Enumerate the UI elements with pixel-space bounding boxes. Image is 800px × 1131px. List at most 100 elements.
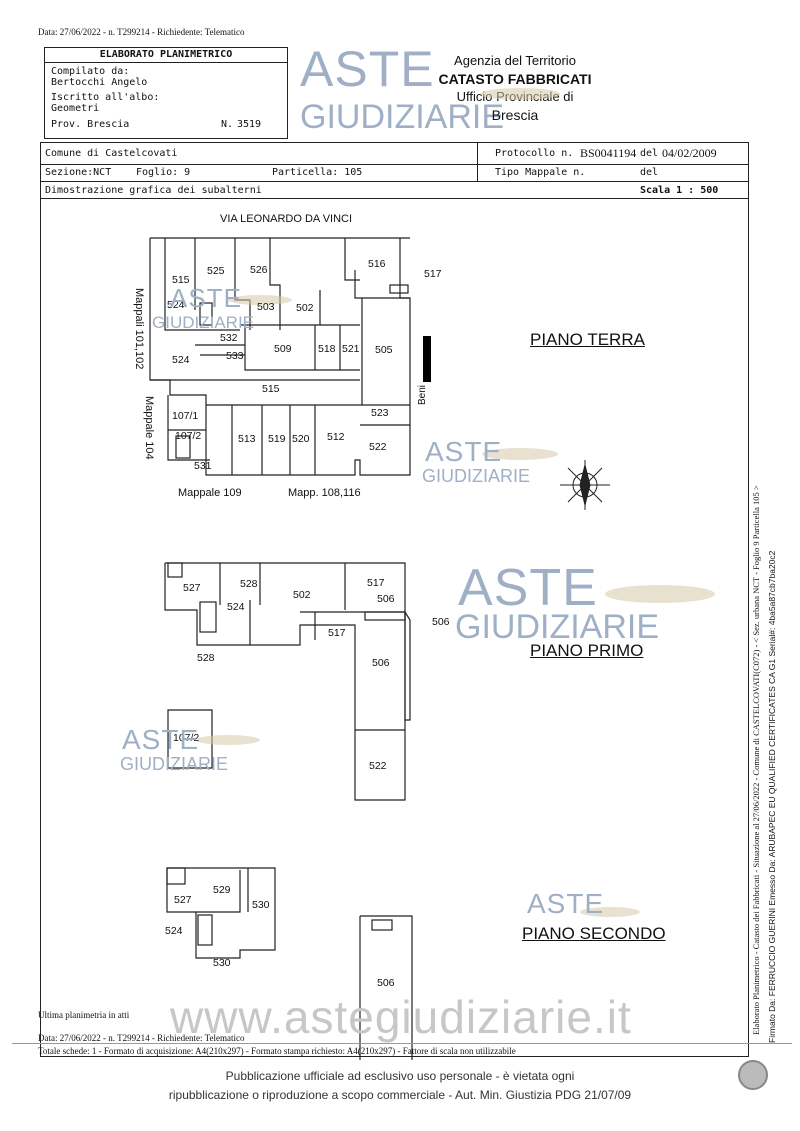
watermark-aste: ASTE	[425, 436, 503, 467]
info-block: Comune di Castelcovati Protocollo n. BS0…	[40, 142, 749, 198]
footer-totale-line: Totale schede: 1 - Formato di acquisizio…	[38, 1046, 516, 1056]
pp-label: 506	[372, 657, 390, 669]
header-date-line: Data: 27/06/2022 - n. T299214 - Richiede…	[38, 27, 245, 37]
iscritto-label: Iscritto all'albo:	[51, 92, 160, 103]
pt-label: 521	[342, 343, 360, 355]
ps-label: 530	[213, 957, 231, 969]
agency-line1: Agenzia del Territorio	[454, 53, 576, 68]
watermark-aste: ASTE	[527, 888, 605, 919]
pp-label: 524	[227, 601, 245, 613]
street-label: VIA LEONARDO DA VINCI	[220, 213, 353, 225]
pp-label: 528	[240, 578, 258, 590]
dimostrazione: Dimostrazione grafica dei subalterni	[45, 185, 262, 196]
sheet-frame	[40, 142, 749, 1057]
pt-label: 524	[172, 354, 190, 366]
pt-label: 502	[296, 302, 314, 314]
pt-label: 517	[424, 268, 442, 280]
pp-label: 107/2	[173, 732, 200, 744]
foglio: Foglio: 9	[136, 167, 191, 178]
prov-label: Prov. Brescia	[51, 119, 130, 130]
pt-label: 526	[250, 264, 268, 276]
watermark-giudiziarie-top: GIUDIZIARIE	[300, 98, 505, 136]
pt-label: 520	[292, 433, 310, 445]
mappale-104-label: Mappale 104	[143, 396, 155, 460]
pt-label: 513	[238, 433, 256, 445]
pt-label: 531	[194, 460, 212, 472]
pt-label: 503	[257, 301, 275, 313]
watermark-giudiziarie: GIUDIZIARIE	[422, 466, 531, 486]
title-box: ELABORATO PLANIMETRICO Compilato da: Ber…	[44, 47, 288, 139]
pt-label: 533	[226, 350, 244, 362]
pt-label: 532	[220, 332, 238, 344]
pp-label: 522	[369, 760, 387, 772]
particella: Particella: 105	[272, 167, 363, 178]
watermark-aste-top: ASTE	[300, 41, 435, 97]
del2-label: del	[640, 167, 659, 178]
watermark-giudiziarie: GIUDIZIARIE	[152, 313, 255, 332]
redaction-bar	[423, 336, 431, 382]
pp-label: 517	[367, 577, 385, 589]
pp-label: 527	[183, 582, 201, 594]
beni-label: Beni	[417, 385, 428, 406]
watermark-giudiziarie: GIUDIZIARIE	[120, 754, 229, 774]
pp-label: 502	[293, 589, 311, 601]
publication-line1: Pubblicazione ufficiale ad esclusivo uso…	[225, 1069, 575, 1083]
compilato-value: Bertocchi Angelo	[51, 77, 148, 88]
agency-line4: Brescia	[491, 107, 539, 123]
ps-label: 527	[174, 894, 192, 906]
gavel-watermark-icons	[196, 88, 715, 917]
scala: Scala 1 : 500	[640, 185, 719, 196]
piano-secondo-label: PIANO SECONDO	[522, 924, 666, 943]
ps-label: 529	[213, 884, 231, 896]
pt-label: 524	[167, 299, 185, 311]
pt-label: 107/2	[175, 430, 202, 442]
side-text-line1: Elaborato Planimetrico - Catasto dei Fab…	[751, 485, 761, 1035]
pp-label: 517	[328, 627, 346, 639]
pp-label: 506	[432, 616, 450, 628]
comune: Comune di Castelcovati	[45, 148, 178, 159]
pt-label: 515	[172, 274, 190, 286]
pp-label: 528	[197, 652, 215, 664]
watermark-giudiziarie: GIUDIZIARIE	[455, 608, 660, 646]
pt-label: 512	[327, 431, 345, 443]
agency-block: Agenzia del Territorio CATASTO FABBRICAT…	[430, 52, 600, 124]
mapp-108-label: Mapp. 108,116	[288, 487, 361, 499]
n-value: 3519	[237, 119, 262, 130]
watermark-site: www.astegiudiziarie.it	[170, 991, 632, 1043]
pt-label: 523	[371, 407, 389, 419]
pt-label: 515	[262, 383, 280, 395]
pt-label: 516	[368, 258, 386, 270]
watermark-aste: ASTE	[170, 283, 242, 313]
pt-label: 525	[207, 265, 225, 277]
piano-primo-label: PIANO PRIMO	[530, 641, 644, 660]
pt-label: 518	[318, 343, 336, 355]
sezione: Sezione:NCT	[45, 167, 112, 178]
watermark-aste: ASTE	[122, 724, 200, 755]
ps-label: 530	[252, 899, 270, 911]
north-compass-icon	[560, 460, 610, 510]
publication-line2: ripubblicazione o riproduzione a scopo c…	[168, 1088, 632, 1102]
footer-divider	[12, 1043, 792, 1044]
title-box-title: ELABORATO PLANIMETRICO	[45, 48, 287, 63]
del-value: 04/02/2009	[662, 146, 717, 160]
protocollo-value: BS0041194	[580, 146, 637, 160]
del-label: del	[640, 148, 659, 159]
plan-walls-piano-terra	[149, 237, 411, 476]
plan-walls-piano-primo	[164, 562, 411, 801]
agency-line2: CATASTO FABBRICATI	[438, 71, 592, 87]
footer-data-line: Data: 27/06/2022 - n. T299214 - Richiede…	[38, 1033, 245, 1043]
ps-label: 524	[165, 925, 183, 937]
watermark-aste: ASTE	[458, 559, 598, 617]
plan-walls-piano-secondo	[166, 867, 413, 1060]
piano-terra-label: PIANO TERRA	[530, 330, 645, 349]
pt-label: 522	[369, 441, 387, 453]
n-label: N.	[221, 119, 234, 130]
ultima-planimetria: Ultima planimetria in atti	[38, 1010, 130, 1020]
ps-label: 506	[377, 977, 395, 989]
mappale-109-label: Mappale 109	[178, 487, 242, 499]
pt-label: 509	[274, 343, 292, 355]
pt-label: 519	[268, 433, 286, 445]
mappali-left-label: Mappali 101,102	[133, 288, 145, 370]
pt-label: 107/1	[172, 410, 199, 422]
